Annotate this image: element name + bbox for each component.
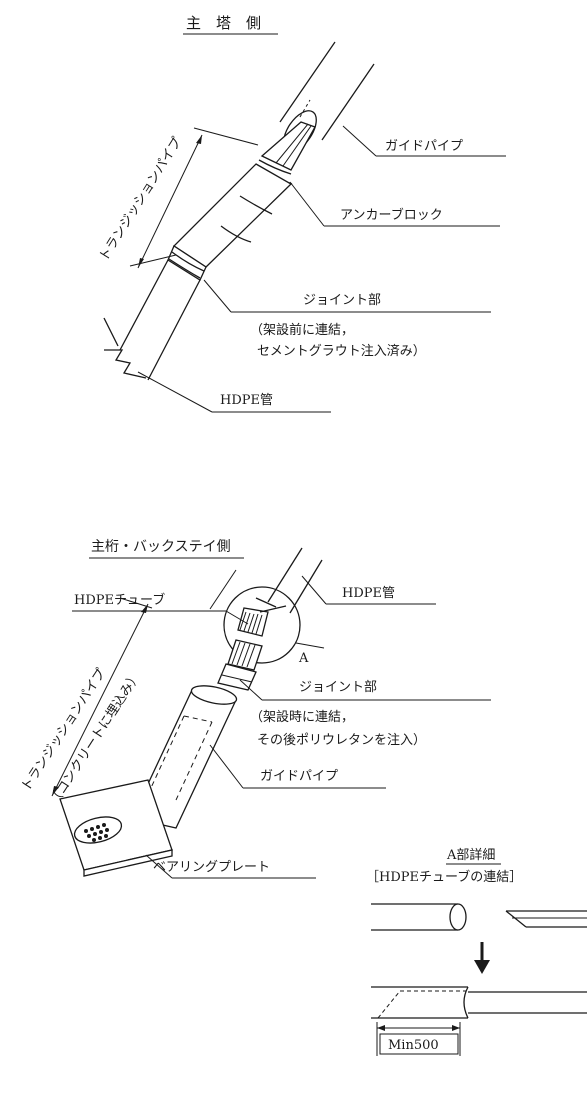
top-section-title: 主 塔 側 [186,14,261,32]
detail-marker-label: A [298,651,309,666]
top-transition-pipe [172,163,293,268]
top-joint-label: ジョイント部 [303,293,381,308]
detail-a-title: A部詳細 [446,847,495,863]
bottom-transition-dimension: トランジッションパイプ （コンクリートに埋込み） [19,597,153,808]
top-anchor-block-label: アンカーブロック [340,207,443,223]
bearing-plate [59,779,173,877]
bottom-joint [217,663,257,691]
detail-a-dimension: Min500 [376,1022,461,1056]
top-guide-pipe-label: ガイドパイプ [385,139,463,154]
detail-a-tubes-before [371,903,587,931]
top-joint-note-1: （架設前に連結， [250,322,354,338]
bottom-joint-label: ジョイント部 [299,680,377,695]
bottom-section: 主桁・バックステイ側 [19,539,491,879]
detail-circle-a [223,586,301,671]
bottom-section-title: 主桁・バックステイ側 [91,539,231,555]
top-callouts: ガイドパイプ アンカーブロック ジョイント部 （架設前に連結， セメントグラウト… [137,125,506,413]
top-section: 主 塔 側 [97,14,506,413]
bottom-hdpe-pipe-label: HDPE管 [342,586,395,601]
bottom-joint-note-1: （架設時に連結， [250,709,354,725]
bottom-callouts: HDPEチューブ HDPE管 A ジョイント部 （架設時に連結， その後ポリウレ… [72,575,491,879]
bottom-guide-pipe-label: ガイドパイプ [260,769,338,784]
top-transition-pipe-label: トランジッションパイプ [97,135,186,264]
top-hdpe-pipe-label: HDPE管 [220,393,273,408]
bottom-hdpe-pipe [209,547,323,614]
detail-a: A部詳細 ［HDPEチューブの連結］ [366,847,587,1056]
bearing-plate-label: ベアリングプレート [153,860,270,875]
detail-a-tubes-after [371,986,587,1019]
top-joint-note-2: セメントグラウト注入済み） [257,343,426,359]
detail-a-arrow-down [474,942,490,974]
detail-a-dimension-label: Min500 [388,1038,439,1053]
hdpe-tube-label: HDPEチューブ [74,592,165,608]
bearing-plate-strands [84,823,109,842]
bottom-guide-pipe [131,685,238,829]
detail-a-subtitle: ［HDPEチューブの連結］ [366,869,522,885]
top-hdpe-pipe [103,259,201,381]
bottom-joint-note-2: その後ポリウレタンを注入） [257,733,426,748]
